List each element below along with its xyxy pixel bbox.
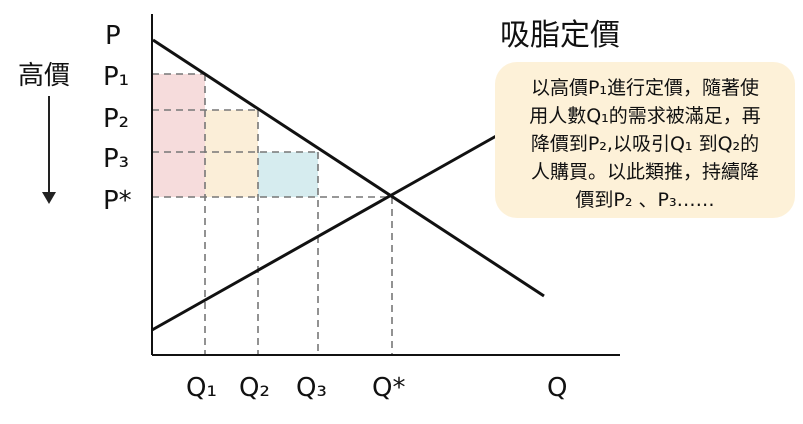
tick-p1: P₁ bbox=[103, 62, 129, 92]
p3-region bbox=[258, 152, 318, 197]
y-axis-label: P bbox=[105, 21, 121, 51]
note-line: 用人數Q₁的需求被滿足，再 bbox=[529, 105, 761, 127]
explanation-note: 以高價P₁進行定價，隨著使 用人數Q₁的需求被滿足，再 降價到P₂,以吸引Q₁ … bbox=[495, 62, 795, 218]
tick-q3: Q₃ bbox=[296, 373, 327, 403]
tick-p2: P₂ bbox=[103, 104, 129, 134]
tick-q2: Q₂ bbox=[239, 373, 270, 403]
arrow-down-icon bbox=[42, 96, 56, 204]
demand-curve bbox=[152, 38, 545, 298]
note-line: 價到P₂ 、P₃…… bbox=[575, 189, 715, 211]
supply-curve bbox=[151, 133, 499, 332]
x-axis-label: Q bbox=[547, 373, 567, 403]
tick-qstar: Q* bbox=[372, 373, 405, 403]
high-price-label: 高價 bbox=[18, 61, 71, 91]
tick-pstar: P* bbox=[103, 186, 132, 216]
diagram-title: 吸脂定價 bbox=[500, 18, 620, 53]
p1-region bbox=[152, 74, 205, 197]
note-line: 人購買。以此類推，持續降 bbox=[530, 161, 759, 183]
tick-q1: Q₁ bbox=[186, 373, 217, 403]
note-line: 以高價P₁進行定價，隨著使 bbox=[530, 77, 760, 99]
tick-p3: P₃ bbox=[103, 144, 129, 174]
p2-region bbox=[205, 110, 258, 197]
note-line: 降價到P₂,以吸引Q₁ 到Q₂的 bbox=[530, 133, 760, 155]
guide-lines bbox=[152, 73, 393, 355]
